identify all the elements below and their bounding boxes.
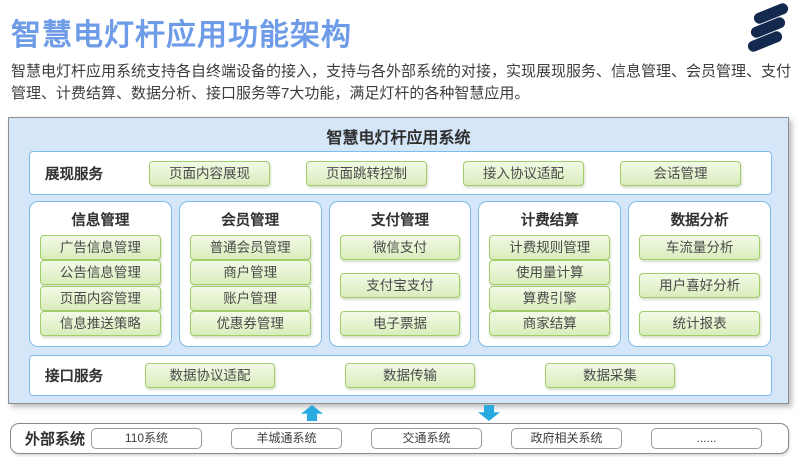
- column-data-analysis: 数据分析 车流量分析用户喜好分析统计报表: [628, 201, 771, 347]
- external-system-item: 交通系统: [371, 428, 482, 449]
- column-title: 支付管理: [370, 213, 429, 229]
- page-title: 智慧电灯杆应用功能架构: [11, 19, 352, 52]
- column-items: 普通会员管理商户管理账户管理优惠券管理: [189, 235, 311, 336]
- function-item: 用户喜好分析: [639, 273, 760, 298]
- column-member-management: 会员管理 普通会员管理商户管理账户管理优惠券管理: [178, 201, 322, 347]
- page-description: 智慧电灯杆应用系统支持各自终端设备的接入，支持与各外部系统的对接，实现展现服务、…: [11, 63, 792, 102]
- column-billing-settlement: 计费结算 计费规则管理使用量计算算费引擎商家结算: [478, 201, 622, 347]
- external-systems-label: 外部系统: [25, 431, 86, 448]
- function-item: 统计报表: [639, 311, 760, 336]
- function-item: 账户管理: [189, 285, 311, 311]
- column-items: 计费规则管理使用量计算算费引擎商家结算: [489, 235, 611, 336]
- function-item: 使用量计算: [489, 260, 611, 286]
- function-item: 优惠券管理: [189, 310, 311, 336]
- column-title: 会员管理: [221, 213, 280, 229]
- function-item: 公告信息管理: [40, 260, 161, 286]
- function-item: 微信支付: [339, 235, 461, 260]
- external-system-item: 110系统: [91, 428, 202, 449]
- function-item: 电子票据: [339, 311, 461, 336]
- function-item: 商家结算: [489, 310, 611, 336]
- column-title: 数据分析: [670, 213, 729, 229]
- external-system-item: 政府相关系统: [511, 428, 622, 449]
- external-system-items: 110系统 羊城通系统 交通系统 政府相关系统......: [91, 428, 762, 449]
- column-items: 车流量分析用户喜好分析统计报表: [639, 235, 760, 336]
- system-title: 智慧电灯杆应用系统: [326, 130, 471, 147]
- function-item: 算费引擎: [489, 285, 611, 311]
- column-items: 广告信息管理公告信息管理页面内容管理信息推送策略: [40, 235, 161, 336]
- function-item: 普通会员管理: [189, 235, 311, 260]
- function-columns: 信息管理 广告信息管理公告信息管理页面内容管理信息推送策略 会员管理 普通会员管…: [29, 201, 771, 347]
- interface-service-item: 数据协议适配: [145, 363, 275, 388]
- external-system-item: 羊城通系统: [231, 428, 342, 449]
- function-item: 信息推送策略: [40, 310, 161, 336]
- presentation-service-item: 页面跳转控制: [306, 160, 427, 186]
- presentation-service-item: 页面内容展现: [149, 160, 270, 186]
- interface-service-item: 数据传输: [345, 363, 475, 388]
- presentation-service-item: 会话管理: [620, 160, 741, 186]
- interface-services-label: 接口服务: [45, 369, 103, 385]
- ericsson-logo: [746, 1, 790, 54]
- function-item: 车流量分析: [639, 235, 760, 260]
- function-item: 页面内容管理: [40, 285, 161, 311]
- function-item: 商户管理: [189, 260, 311, 286]
- presentation-services-row: 展现服务 页面内容展现 页面跳转控制 接入协议适配 会话管理: [29, 151, 772, 195]
- interface-service-item: 数据采集: [545, 363, 675, 388]
- column-information-management: 信息管理 广告信息管理公告信息管理页面内容管理信息推送策略: [29, 201, 172, 347]
- interface-service-items: 数据协议适配 数据传输 数据采集: [145, 363, 675, 388]
- function-item: 支付宝支付: [339, 273, 461, 298]
- presentation-services-label: 展现服务: [45, 166, 103, 183]
- arrow-up-icon: [301, 405, 323, 421]
- presentation-service-items: 页面内容展现 页面跳转控制 接入协议适配 会话管理: [149, 160, 741, 186]
- presentation-service-item: 接入协议适配: [463, 160, 584, 186]
- arrow-down-icon: [478, 405, 500, 421]
- column-items: 微信支付支付宝支付电子票据: [339, 235, 461, 336]
- function-item: 广告信息管理: [40, 235, 161, 260]
- external-systems-bar: 外部系统 110系统 羊城通系统 交通系统 政府相关系统......: [10, 423, 789, 454]
- application-system-panel: 智慧电灯杆应用系统 展现服务 页面内容展现 页面跳转控制 接入协议适配 会话管理 信息…: [8, 117, 789, 404]
- column-payment-management: 支付管理 微信支付支付宝支付电子票据: [328, 201, 472, 347]
- column-title: 信息管理: [71, 213, 130, 229]
- external-system-item: ......: [651, 428, 762, 449]
- column-title: 计费结算: [520, 213, 579, 229]
- function-item: 计费规则管理: [489, 235, 611, 260]
- interface-services-row: 接口服务 数据协议适配 数据传输 数据采集: [29, 355, 772, 396]
